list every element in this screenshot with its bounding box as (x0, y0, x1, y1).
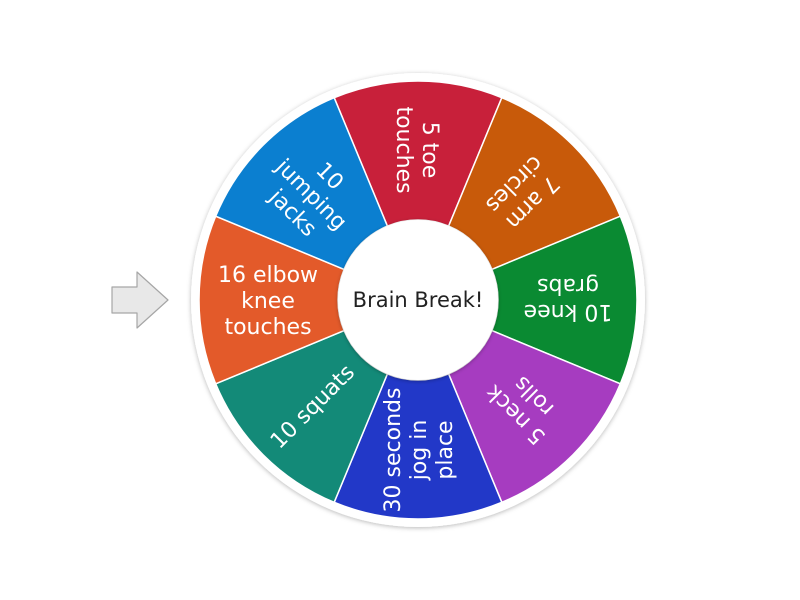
hub-circle (338, 220, 498, 380)
center-label: Brain Break! (353, 288, 484, 312)
segment-label-line: 16 elbow (218, 263, 318, 288)
segment-label: 10 kneegrabs (524, 273, 613, 324)
segment-label-line: place (433, 420, 458, 479)
wheel-segment-10-jumping-jacks: 10jumpingjacks (214, 96, 389, 271)
wheel-segment-5-toe-touches: 5 toetouches (333, 80, 503, 228)
segment-label-line: 5 toe (417, 122, 442, 179)
segment-label: 5 toetouches (391, 106, 442, 193)
wheel-segment-10-knee-grabs: 10 kneegrabs (490, 215, 638, 385)
segment-label-line: knee (241, 289, 295, 314)
segment-label-line: 10 knee (524, 299, 613, 324)
wheel-hub[interactable]: Brain Break! (338, 220, 498, 380)
arrow-right-icon (111, 271, 169, 329)
segment-label-line: touches (391, 106, 416, 193)
segment-label: 30 secondsjog inplace (381, 388, 458, 513)
segment-label-line: jog in (407, 420, 432, 482)
segment-label-line: touches (224, 315, 311, 340)
wheel-segment-30-seconds-jog-in-place: 30 secondsjog inplace (333, 372, 503, 520)
segment-label-line: grabs (537, 273, 599, 298)
segment-label-line: 30 seconds (381, 388, 406, 513)
wheel-segment-5-neck-rolls: 5 neckrolls (447, 329, 622, 504)
